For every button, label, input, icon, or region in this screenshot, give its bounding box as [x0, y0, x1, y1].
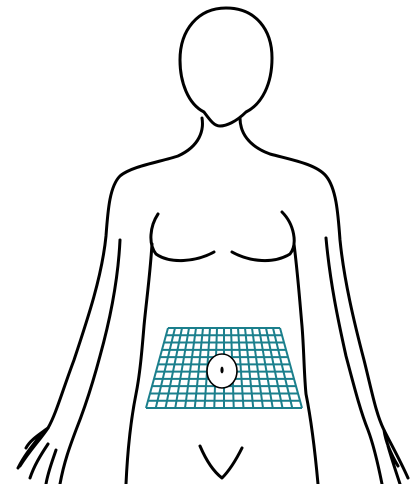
grid-column-line [195, 328, 203, 408]
left-inner-arm-outline [60, 240, 120, 484]
grid-column-line [245, 328, 253, 408]
navel-oval-marker [207, 354, 237, 388]
grid-column-line [266, 328, 283, 408]
grid-column-line [166, 328, 183, 408]
right-torso-side-outline [294, 244, 318, 484]
right-inner-arm-outline [326, 238, 382, 484]
groin-outline [200, 446, 242, 478]
head-outline [180, 8, 272, 126]
left-shoulder-arm-outline [20, 118, 202, 466]
left-breast-outline [151, 214, 214, 261]
right-breast-outline [232, 212, 294, 261]
grid-column-line [238, 328, 244, 408]
left-torso-side-outline [126, 244, 152, 484]
left-hand-outline [18, 428, 56, 484]
right-shoulder-arm-outline [240, 118, 408, 478]
